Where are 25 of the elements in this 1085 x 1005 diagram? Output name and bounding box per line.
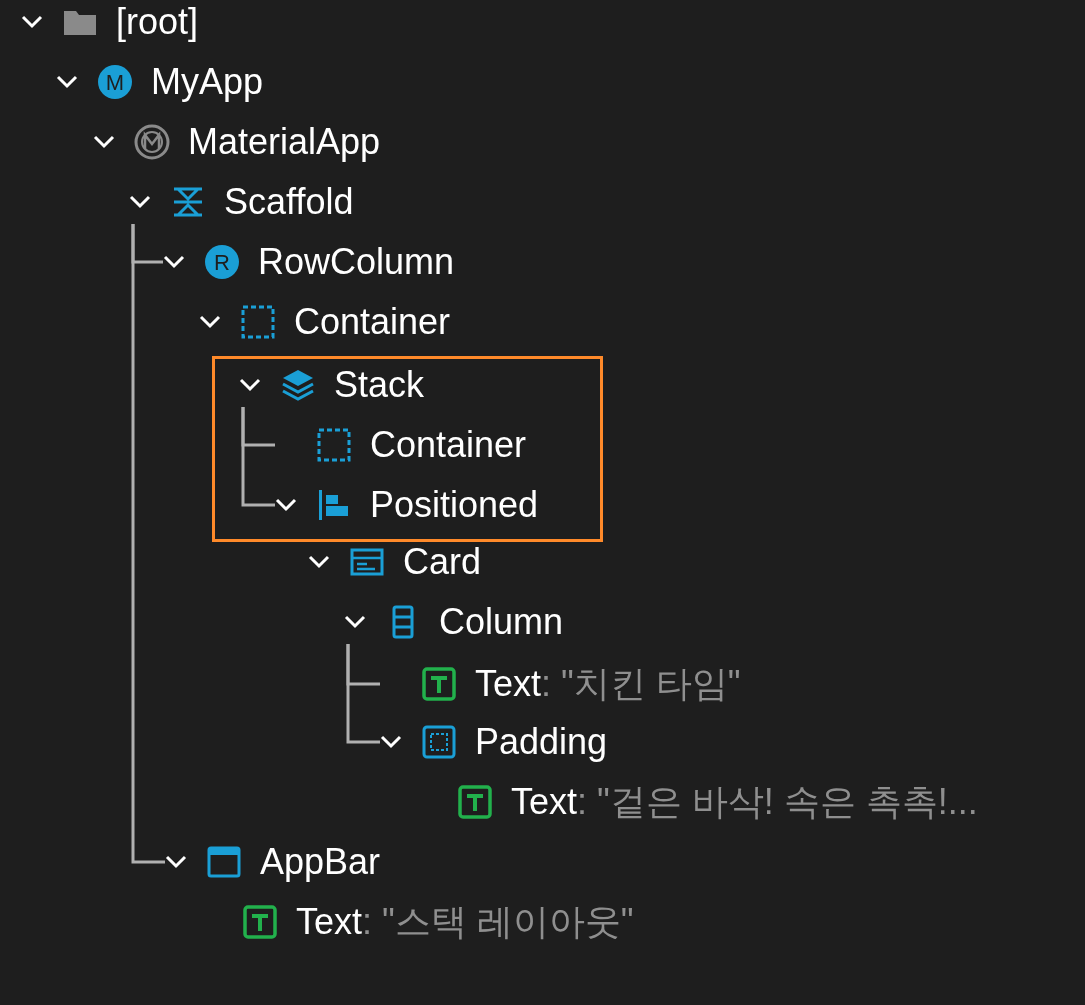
widget-name: Padding [475,721,608,762]
tree-connector-line [241,407,275,507]
widget-name: Stack [334,364,425,405]
widget-name: MaterialApp [188,121,381,162]
widget-name: Text [511,781,578,822]
widget-name: Text [475,663,542,704]
widget-name: Positioned [370,484,539,525]
widget-name: RowColumn [258,241,455,282]
highlight-frame [212,356,603,542]
widget-name: Text [296,901,363,942]
widget-name: Container [294,301,451,342]
circle-letter-icon: R [204,244,240,280]
widget-name: Card [403,541,482,582]
circle-letter-icon: M [97,64,133,100]
widget-name: MyApp [151,61,264,102]
widget-name: AppBar [260,841,381,882]
tree-connector-line [131,224,165,864]
widget-name: Scaffold [224,181,354,222]
widget-name: [root] [116,1,199,42]
property-value: : "치킨 타임" [541,663,741,704]
widget-name: Column [439,601,564,642]
property-value: : "겉은 바삭! 속은 촉촉!... [577,781,978,822]
tree-connector-line [346,644,380,744]
property-value: : "스택 레이아웃" [362,901,634,942]
widget-name: Container [370,424,527,465]
